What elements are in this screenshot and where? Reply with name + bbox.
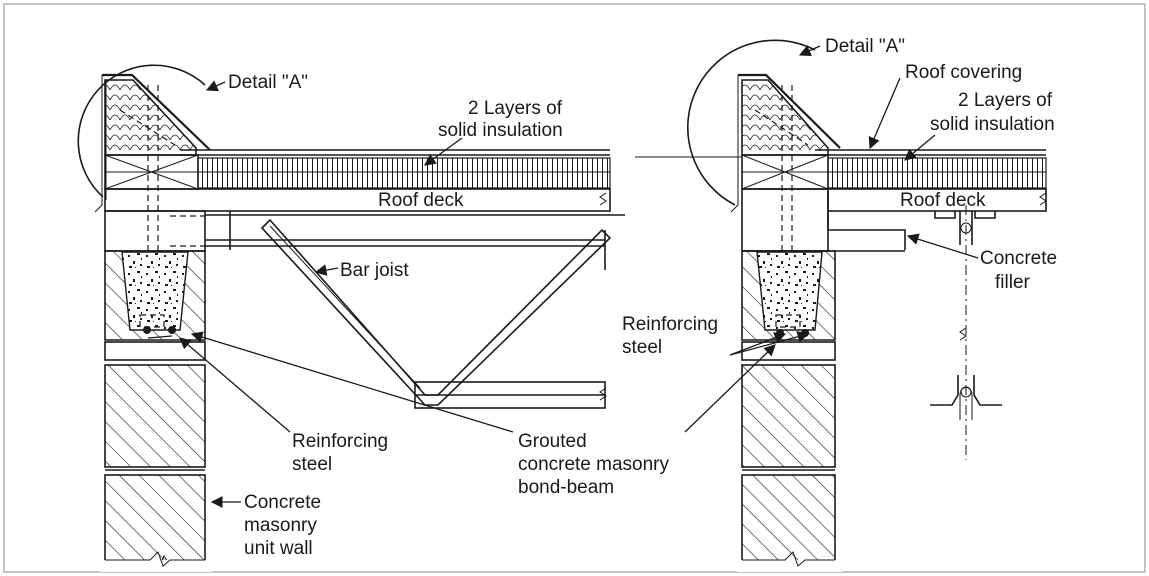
roof-deck-left: [104, 188, 611, 212]
cmu-block-right-3: [741, 474, 836, 566]
cmu-block-right-2: [741, 364, 836, 468]
label-detail-a-left: Detail "A": [228, 72, 308, 93]
label-grouted-3: bond-beam: [518, 477, 614, 498]
metal-flashing-right: [738, 73, 841, 149]
bar-joist-web: [260, 218, 612, 406]
label-detail-a-right: Detail "A": [825, 36, 905, 57]
label-reinforcing-right-2: steel: [622, 337, 662, 358]
rebar-left-2: [168, 326, 176, 334]
labels: Detail "A" 2 Layers of solid insulation …: [228, 36, 1057, 559]
label-grouted-2: concrete masonry: [518, 454, 670, 475]
label-concrete-filler-2: filler: [995, 272, 1031, 293]
left-section: [77, 64, 625, 572]
label-roof-deck-left: Roof deck: [378, 190, 464, 211]
label-reinforcing-left-1: Reinforcing: [292, 431, 388, 452]
detail-a-circle-left: [77, 64, 206, 198]
label-bar-joist: Bar joist: [340, 260, 409, 281]
label-concrete-filler-1: Concrete: [980, 248, 1057, 269]
cmu-block-left-3: [104, 474, 206, 566]
figure-border: [3, 3, 1146, 573]
metal-flashing-left: [102, 73, 211, 151]
detail-a-circle-right: [687, 39, 816, 206]
label-roof-covering: Roof covering: [905, 62, 1022, 83]
right-section: [635, 39, 1047, 572]
label-grouted-1: Grouted: [518, 431, 587, 452]
insulation-left: [197, 157, 611, 189]
label-reinforcing-right-1: Reinforcing: [622, 314, 718, 335]
wood-nailer-left: [104, 79, 197, 156]
insulation-right: [827, 157, 1047, 189]
cmu-block-left-2: [104, 364, 206, 468]
label-reinforcing-left-2: steel: [292, 454, 332, 475]
cmu-block-left-1: [104, 341, 206, 361]
label-insulation-left-2: solid insulation: [438, 120, 563, 141]
rebar-left-1: [143, 326, 151, 334]
leader-lines: [147, 45, 979, 508]
label-roof-deck-right: Roof deck: [900, 190, 986, 211]
label-insulation-right-2: solid insulation: [930, 114, 1055, 135]
label-insulation-left-1: 2 Layers of: [468, 98, 563, 119]
label-cmu-3: unit wall: [244, 538, 313, 559]
label-cmu-1: Concrete: [244, 492, 321, 513]
label-insulation-right-1: 2 Layers of: [958, 90, 1053, 111]
label-cmu-2: masonry: [244, 515, 317, 536]
wood-nailer-right: [741, 79, 829, 156]
